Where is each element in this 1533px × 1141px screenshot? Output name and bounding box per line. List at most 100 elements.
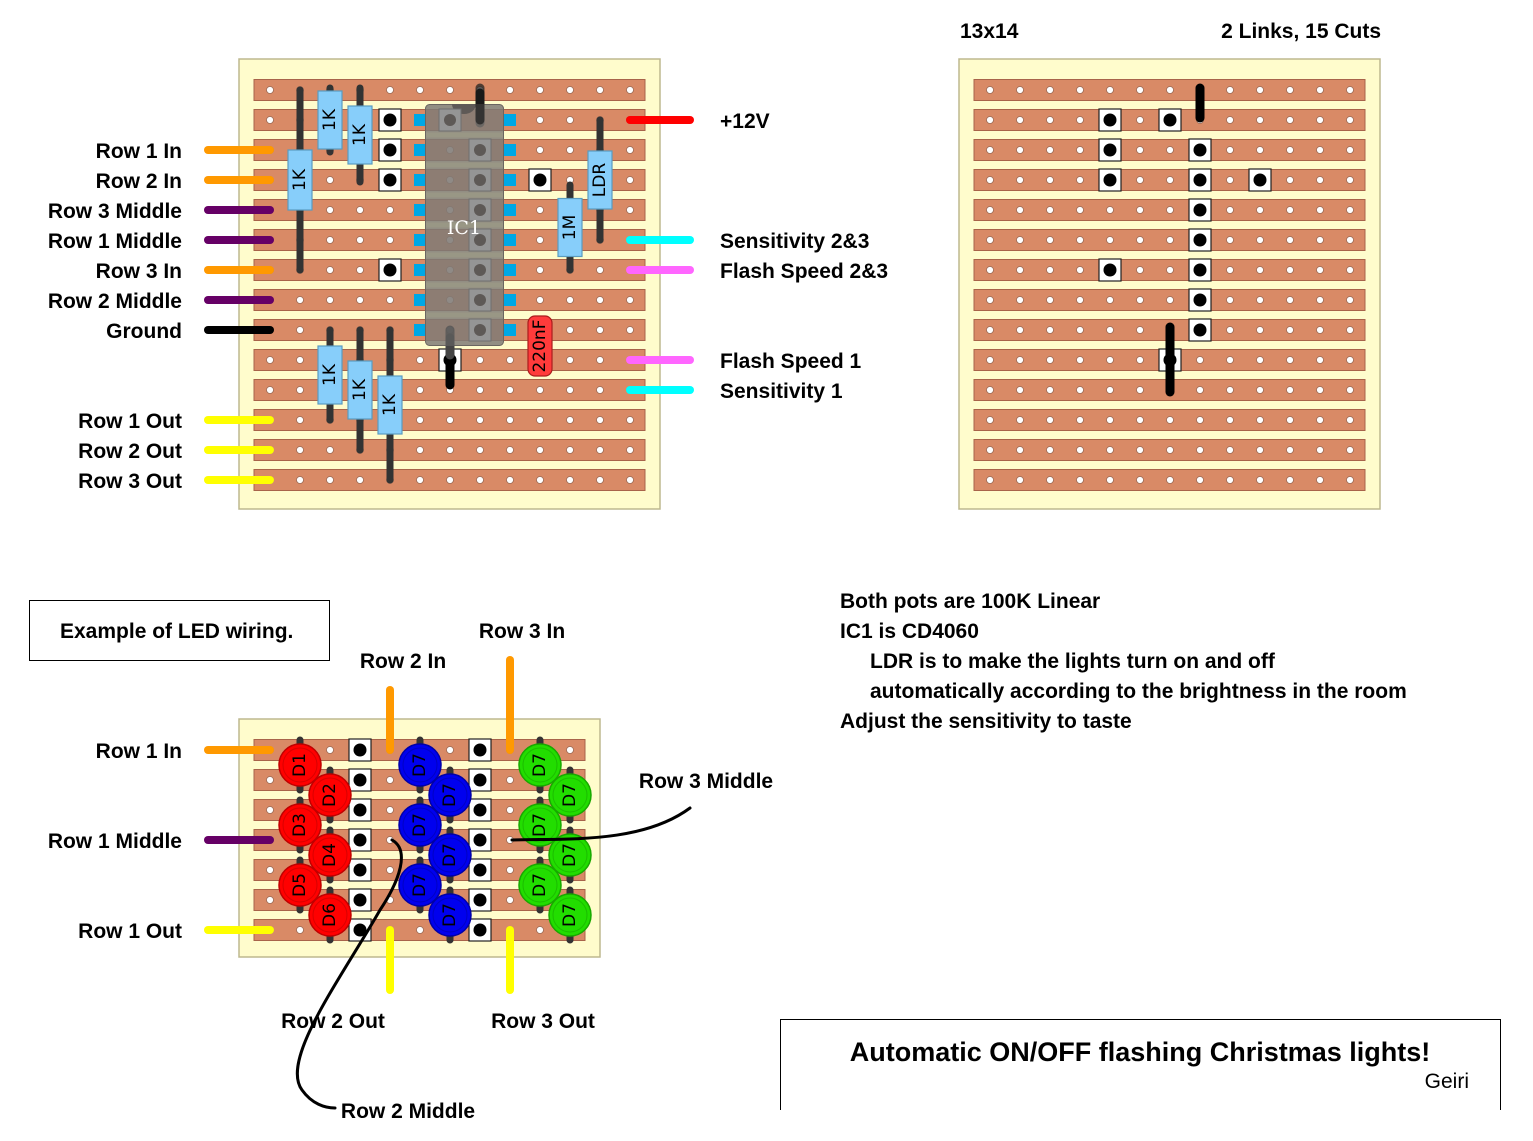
note-line: automatically according to the brightnes… bbox=[870, 680, 1407, 703]
strip-hole bbox=[386, 296, 394, 304]
track-cut-dot bbox=[1193, 143, 1207, 157]
strip-hole bbox=[1226, 146, 1234, 154]
strip-hole bbox=[416, 476, 424, 484]
strip-hole bbox=[296, 926, 304, 934]
strip-hole bbox=[476, 386, 484, 394]
strip-hole bbox=[1016, 146, 1024, 154]
strip-hole bbox=[986, 356, 994, 364]
led-label: D5 bbox=[290, 873, 310, 897]
strip-hole bbox=[626, 326, 634, 334]
strip-hole bbox=[1256, 416, 1264, 424]
strip-hole bbox=[446, 86, 454, 94]
ic-pin bbox=[414, 294, 426, 306]
led-rim bbox=[312, 897, 348, 933]
strip-hole bbox=[986, 296, 994, 304]
resistor-body bbox=[287, 149, 313, 211]
led-label: D7 bbox=[410, 813, 430, 837]
led bbox=[398, 743, 442, 787]
strip-hole bbox=[1316, 416, 1324, 424]
strip-hole bbox=[386, 776, 394, 784]
ic-hole bbox=[447, 267, 453, 273]
led-rim bbox=[282, 747, 318, 783]
strip-hole bbox=[506, 86, 514, 94]
resistor-body bbox=[587, 150, 613, 210]
strip-hole bbox=[536, 146, 544, 154]
strip-hole bbox=[1256, 326, 1264, 334]
ic-hole bbox=[447, 177, 453, 183]
strip-hole bbox=[1286, 296, 1294, 304]
strip-hole bbox=[1346, 86, 1354, 94]
strip-hole bbox=[1316, 146, 1324, 154]
strip-hole bbox=[1076, 296, 1084, 304]
links-cuts-summary: 2 Links, 15 Cuts bbox=[1221, 20, 1381, 43]
led-rim bbox=[552, 897, 588, 933]
strip-hole bbox=[1286, 86, 1294, 94]
strip-hole bbox=[476, 476, 484, 484]
wire-label: Ground bbox=[106, 320, 182, 343]
led bbox=[518, 863, 562, 907]
strip-hole bbox=[1316, 236, 1324, 244]
strip-hole bbox=[476, 446, 484, 454]
wire-label: Row 2 Middle bbox=[341, 1100, 475, 1123]
strip-hole bbox=[1256, 266, 1264, 274]
wire-label: Row 3 Middle bbox=[639, 770, 773, 793]
strip-hole bbox=[536, 116, 544, 124]
strip-hole bbox=[1226, 86, 1234, 94]
ic-pin bbox=[414, 204, 426, 216]
strip-hole bbox=[1346, 356, 1354, 364]
title-block-frame bbox=[780, 1019, 1501, 1110]
strip-hole bbox=[296, 356, 304, 364]
strip-hole bbox=[506, 776, 514, 784]
strip-hole bbox=[1316, 446, 1324, 454]
track-cut-dot bbox=[353, 773, 367, 787]
strip-hole bbox=[1286, 326, 1294, 334]
strip-hole bbox=[476, 356, 484, 364]
strip-hole bbox=[1106, 446, 1114, 454]
strip-hole bbox=[1046, 86, 1054, 94]
strip-hole bbox=[1016, 386, 1024, 394]
strip-hole bbox=[266, 356, 274, 364]
led bbox=[428, 773, 472, 817]
strip-hole bbox=[1016, 326, 1024, 334]
resistor-label: 1K bbox=[320, 363, 340, 386]
strip-hole bbox=[1016, 206, 1024, 214]
strip-hole bbox=[1256, 236, 1264, 244]
strip-hole bbox=[386, 806, 394, 814]
led bbox=[308, 773, 352, 817]
strip-hole bbox=[626, 176, 634, 184]
strip-hole bbox=[266, 866, 274, 874]
resistor-label: 1K bbox=[350, 378, 370, 401]
track-cut-dot bbox=[473, 773, 487, 787]
strip-hole bbox=[1076, 416, 1084, 424]
track-cut-dot bbox=[473, 863, 487, 877]
strip-hole bbox=[626, 476, 634, 484]
strip-hole bbox=[1346, 146, 1354, 154]
led-label: D7 bbox=[560, 783, 580, 807]
strip-hole bbox=[566, 416, 574, 424]
strip-hole bbox=[1316, 206, 1324, 214]
led bbox=[518, 743, 562, 787]
strip-hole bbox=[986, 206, 994, 214]
led-caption: Example of LED wiring. bbox=[60, 620, 293, 643]
led-label: D2 bbox=[320, 783, 340, 807]
strip-hole bbox=[596, 446, 604, 454]
strip-hole bbox=[1226, 236, 1234, 244]
ic-pad-hole bbox=[474, 234, 486, 246]
led-rim bbox=[432, 897, 468, 933]
strip-hole bbox=[1316, 386, 1324, 394]
wire-label: Row 1 Middle bbox=[48, 230, 182, 253]
led bbox=[548, 773, 592, 817]
strip-hole bbox=[506, 386, 514, 394]
strip-hole bbox=[1166, 176, 1174, 184]
strip-hole bbox=[566, 476, 574, 484]
strip-hole bbox=[1316, 476, 1324, 484]
strip-hole bbox=[1346, 446, 1354, 454]
ic-pin bbox=[504, 144, 516, 156]
track-cut-dot bbox=[353, 833, 367, 847]
strip-hole bbox=[1016, 86, 1024, 94]
strip-hole bbox=[1136, 146, 1144, 154]
led-wiring-example-board: D1D2D3D4D5D6D7D7D7D7D7D7D7D7D7D7D7D7Row … bbox=[48, 620, 773, 1123]
strip-hole bbox=[1046, 446, 1054, 454]
strip-hole bbox=[1076, 326, 1084, 334]
strip-hole bbox=[1166, 296, 1174, 304]
